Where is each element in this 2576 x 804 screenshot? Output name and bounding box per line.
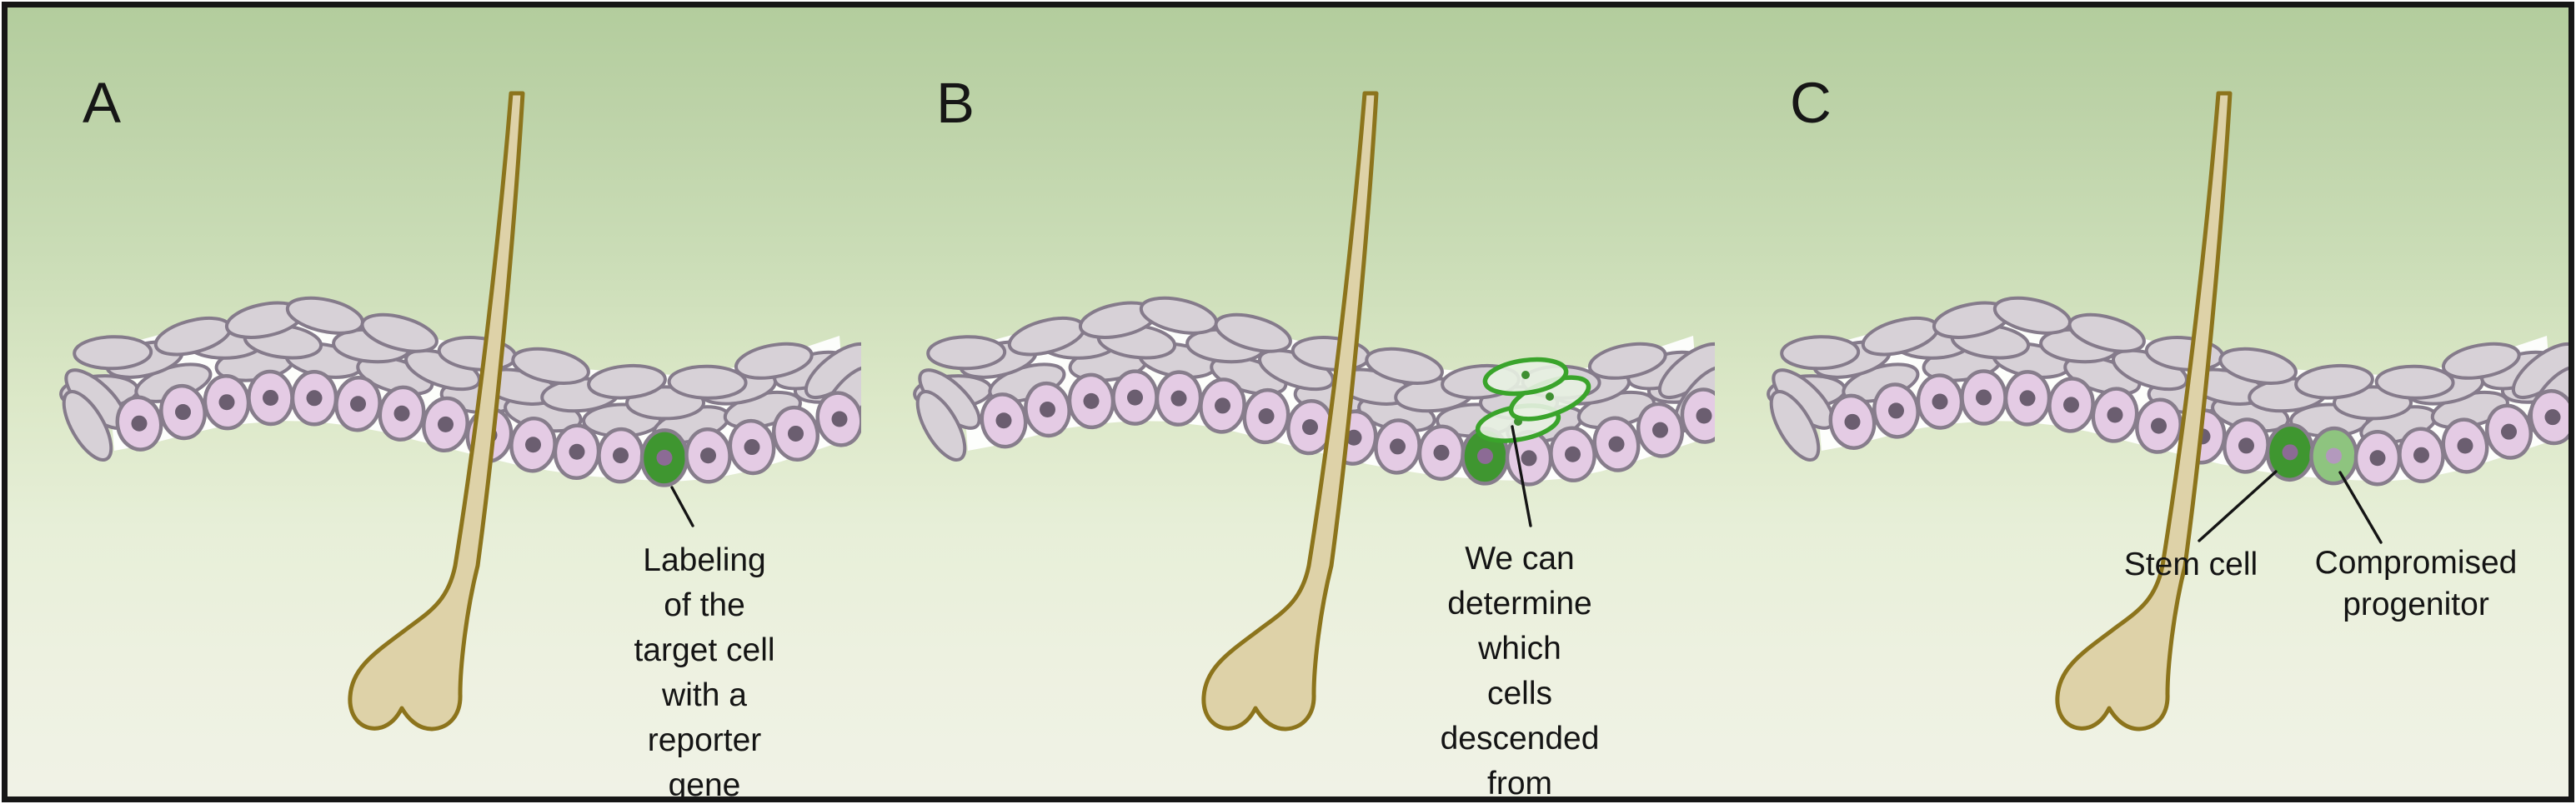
panel-b-illustration (913, 91, 1715, 732)
panel-c-illustration (1767, 91, 2568, 732)
basal-layer (1828, 369, 2568, 487)
basal-layer (980, 369, 1715, 487)
hair-follicle (2055, 91, 2233, 732)
panel-c: C Stem cell Compromised progenitor (1715, 7, 2568, 797)
leader-lines (1511, 425, 1532, 527)
panel-a-illustration (59, 91, 861, 732)
leader-lines (670, 486, 694, 527)
stem-cell-label: Stem cell (2123, 547, 2258, 582)
squamous-layer (59, 296, 861, 462)
panel-b-caption: We can determine which cells descended f… (1440, 541, 1600, 802)
hair-follicle (1201, 91, 1379, 732)
panel-a-letter: A (83, 71, 122, 135)
panel-row: A Labeling of the target cell with a rep… (8, 7, 2568, 797)
panel-b-letter: B (936, 71, 975, 135)
leader-lines (2198, 470, 2383, 544)
basal-layer (115, 369, 861, 487)
hair-follicle (348, 91, 525, 732)
panel-a-caption: Labeling of the target cell with a repor… (634, 542, 775, 802)
panel-c-letter: C (1790, 71, 1832, 135)
panel-a: A Labeling of the target cell with a rep… (8, 7, 861, 797)
labeled-descendant-cells (1475, 357, 1591, 443)
compromised-progenitor-label: Compromised progenitor (2314, 545, 2518, 622)
panel-b: B We can determine which cells descended… (861, 7, 1715, 797)
